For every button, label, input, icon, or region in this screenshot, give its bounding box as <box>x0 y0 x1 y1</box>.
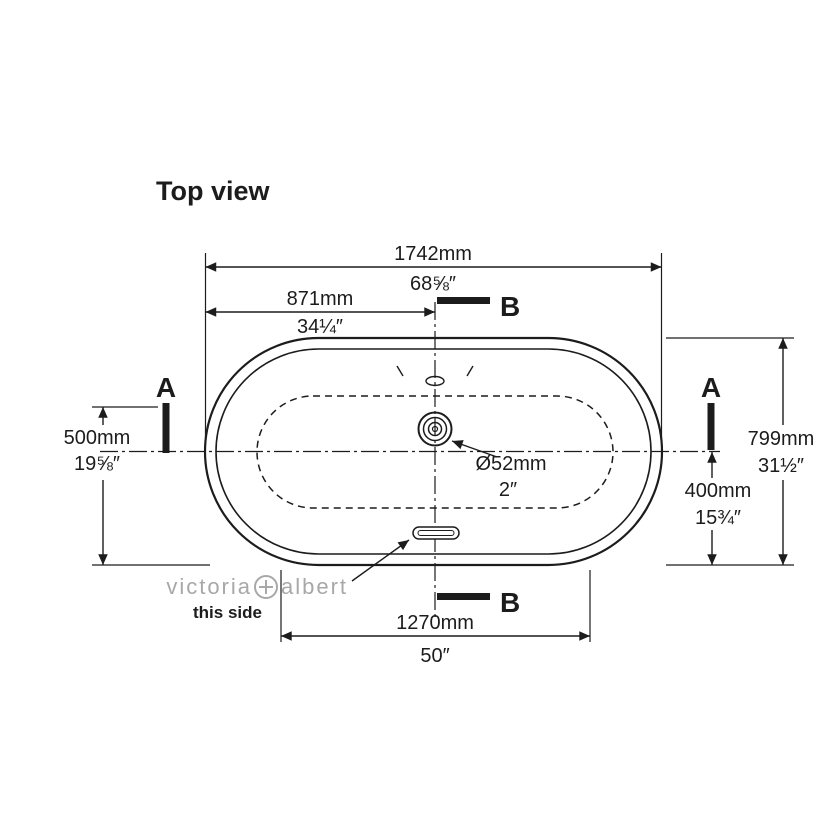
filler-detail <box>396 365 474 387</box>
filler-notch-left <box>396 365 404 377</box>
right-height-mm: 400mm <box>685 480 752 502</box>
dim-half-width: 871mm 34¼″ <box>205 288 435 338</box>
drain-diameter-in: 2″ <box>499 479 517 501</box>
left-height-mm: 500mm <box>64 427 131 449</box>
half-width-mm: 871mm <box>287 288 354 310</box>
drain-circle-outer <box>417 411 453 447</box>
brand-logo: victoria albert this side <box>166 539 410 622</box>
dim-overall-height: 799mm 31½″ <box>666 337 815 566</box>
section-a: A A <box>156 372 721 453</box>
page-title: Top view <box>156 176 271 206</box>
dim-right-height: 400mm 15¾″ <box>685 452 752 565</box>
section-b-bottom-bar <box>437 593 490 600</box>
bottom-width-mm: 1270mm <box>396 612 474 634</box>
tub-inner-rim <box>215 348 652 555</box>
drain-circle-mid <box>422 416 448 442</box>
overflow-slot <box>412 526 460 540</box>
drain <box>417 411 453 447</box>
drain-circle-inner <box>427 421 443 437</box>
overall-width-in: 68⅝″ <box>410 273 456 295</box>
overall-height-mm: 799mm <box>748 428 815 450</box>
left-height-in: 19⅝″ <box>74 453 120 475</box>
tub-interior-dashed <box>256 395 614 509</box>
this-side-leader <box>351 539 410 582</box>
dim-left-height: 500mm 19⅝″ <box>64 406 210 566</box>
brand-plus-circle <box>254 575 278 599</box>
half-width-in: 34¼″ <box>297 316 343 338</box>
section-b-top-label: B <box>500 291 520 322</box>
section-b-top-bar <box>437 297 490 304</box>
bottom-width-in: 50″ <box>420 645 449 667</box>
dim-bottom-width: 1270mm 50″ <box>280 570 591 667</box>
drain-diameter-mm: Ø52mm <box>475 453 546 475</box>
overflow-slot-outer <box>412 526 460 540</box>
overall-width-mm: 1742mm <box>394 243 472 265</box>
section-a-left-label: A <box>156 372 176 403</box>
this-side-note: this side <box>193 603 262 622</box>
section-b-bottom-label: B <box>500 587 520 618</box>
overflow-slot-inner <box>417 530 455 536</box>
section-a-right-label: A <box>701 372 721 403</box>
section-a-right-bar <box>707 403 715 450</box>
filler-notch-right <box>466 365 474 377</box>
brand-albert: albert <box>281 574 348 599</box>
tub-outer-edge <box>203 336 664 567</box>
dim-overall-width: 1742mm 68⅝″ <box>204 243 663 445</box>
section-a-left-bar <box>162 403 170 453</box>
brand-plus-icon <box>254 575 278 599</box>
right-height-in: 15¾″ <box>695 507 741 529</box>
tub-outline <box>203 336 664 567</box>
drain-circle-center <box>431 425 439 433</box>
drain-leader-line <box>451 440 498 458</box>
filler-oval <box>425 375 445 387</box>
section-b: B B <box>437 291 520 618</box>
brand-victoria: victoria <box>166 574 252 599</box>
overall-height-in: 31½″ <box>758 455 804 477</box>
